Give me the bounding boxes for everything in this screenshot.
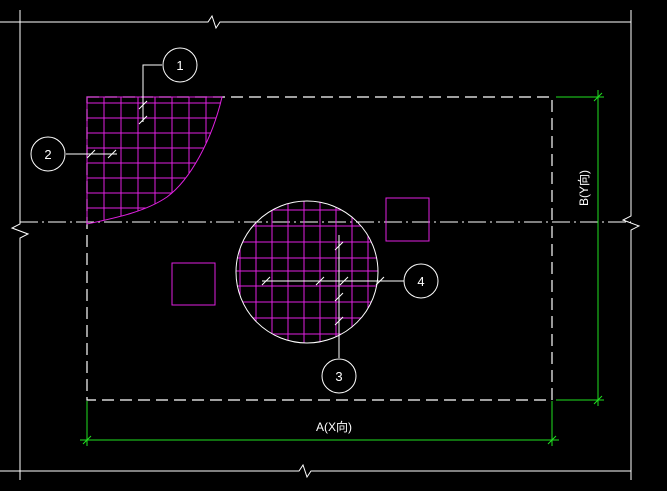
callout-4: 4 bbox=[403, 263, 439, 299]
dimension-y-label: B(Y向) bbox=[576, 170, 591, 206]
callout-3-label: 3 bbox=[335, 369, 342, 384]
small-opening-left bbox=[171, 262, 216, 306]
callout-1: 1 bbox=[162, 47, 198, 83]
callout-3: 3 bbox=[321, 358, 357, 394]
dimension-x bbox=[80, 401, 559, 446]
leader-lines bbox=[66, 64, 404, 358]
small-opening-right bbox=[385, 197, 430, 242]
dashed-region bbox=[86, 96, 553, 401]
callout-2: 2 bbox=[30, 136, 66, 172]
callout-2-label: 2 bbox=[44, 147, 51, 162]
corner-rebar-zone bbox=[86, 96, 223, 225]
callout-1-label: 1 bbox=[176, 58, 183, 73]
callout-4-label: 4 bbox=[417, 274, 424, 289]
dimension-x-label: A(X向) bbox=[316, 419, 352, 434]
slab-outline bbox=[0, 10, 641, 480]
dimension-y bbox=[556, 90, 604, 406]
